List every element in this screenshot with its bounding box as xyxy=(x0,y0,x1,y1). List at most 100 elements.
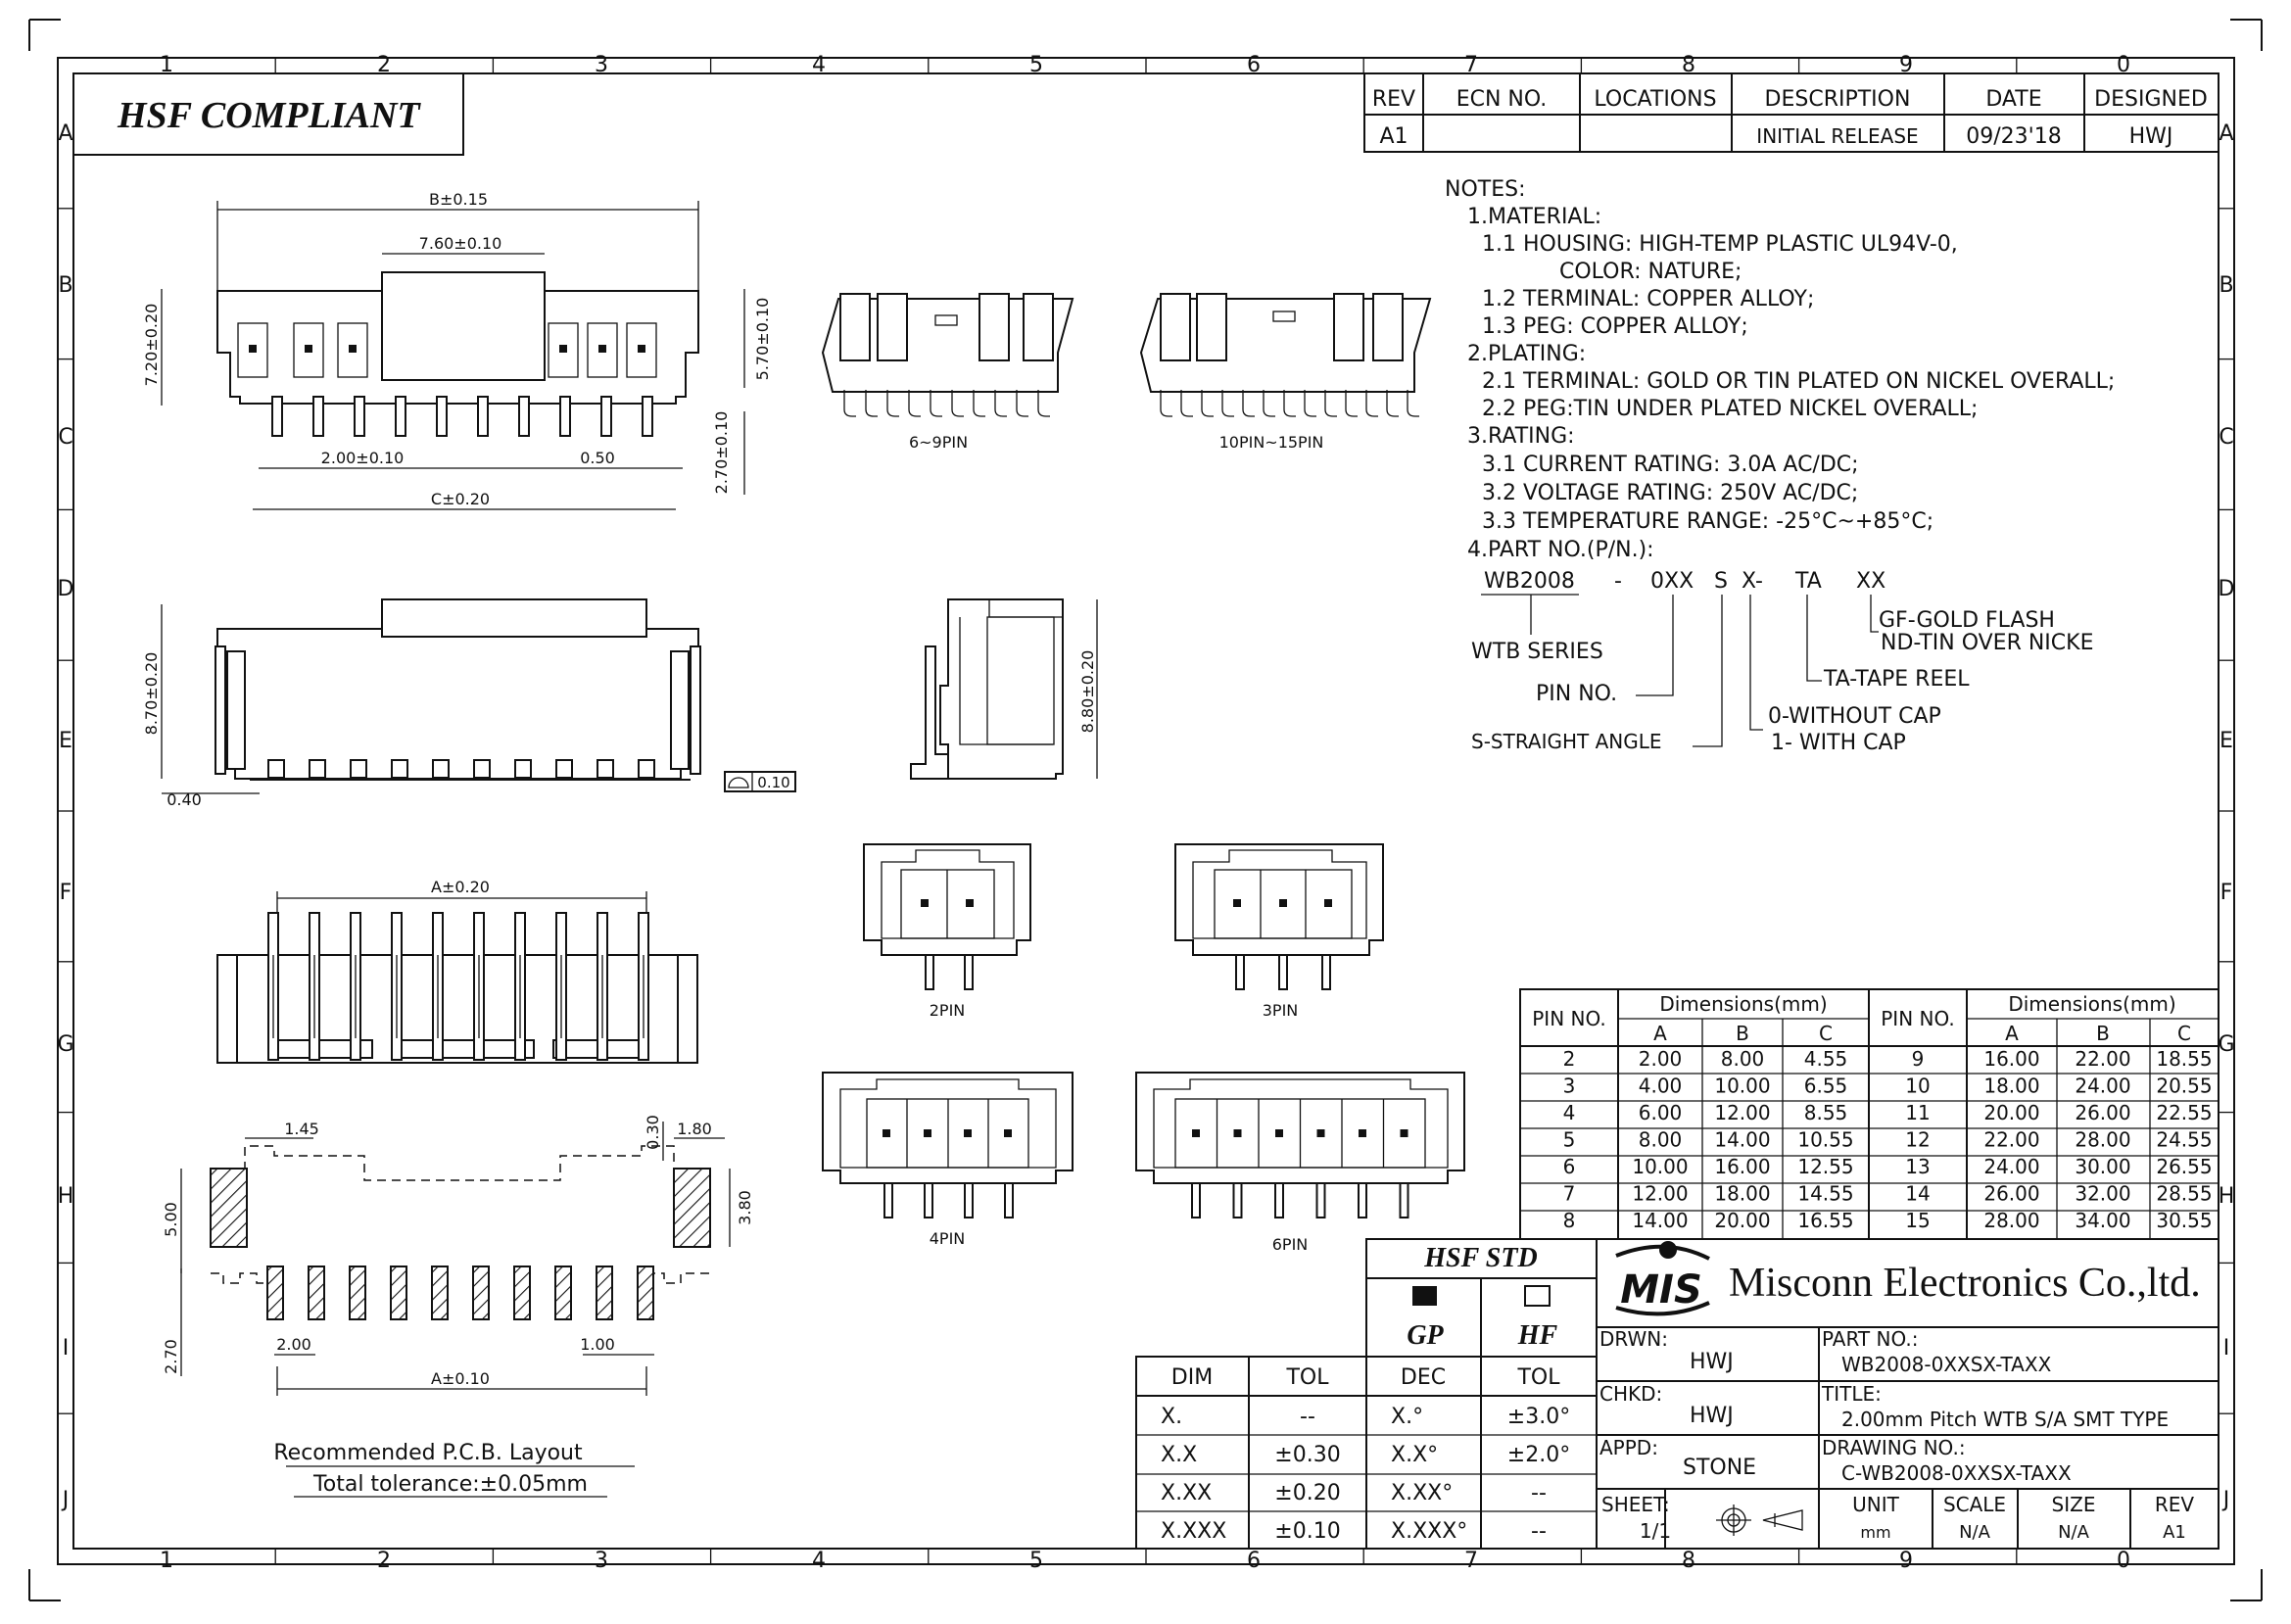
tol-cell: ±0.10 xyxy=(1274,1519,1340,1544)
drwn-label: DRWN: xyxy=(1599,1327,1668,1351)
iso-pin xyxy=(951,390,964,417)
row-label-right: J xyxy=(2221,1488,2230,1512)
dwg-value: C-WB2008-0XXSX-TAXX xyxy=(1841,1461,2072,1485)
row-label-left: H xyxy=(58,1184,74,1209)
dim-cell-left: 3 xyxy=(1563,1075,1576,1098)
terminal-pin xyxy=(642,396,653,437)
terminal-pin xyxy=(354,396,365,437)
terminal-pin xyxy=(271,396,283,437)
dim-cell-left: 4 xyxy=(1563,1101,1576,1124)
dim-cell-right: 30.00 xyxy=(2075,1155,2130,1178)
column-label-top: 5 xyxy=(1029,53,1043,77)
column-label-top: 8 xyxy=(1682,53,1695,77)
row-label-right: I xyxy=(2223,1336,2230,1361)
pn-seg-dash: - xyxy=(1614,569,1622,594)
terminal-pin xyxy=(559,396,571,437)
dim-table-col-b-left: B xyxy=(1736,1022,1749,1045)
label-3pin: 3PIN xyxy=(1263,1001,1299,1020)
terminal-pin xyxy=(1274,1182,1284,1218)
tol-cell: -- xyxy=(1531,1519,1547,1544)
row-label-left: B xyxy=(58,273,72,298)
iso-pin xyxy=(930,390,942,417)
unit-label: UNIT xyxy=(1852,1493,1899,1516)
dim-cell-right: 28.00 xyxy=(2075,1128,2130,1152)
note-line-3: COLOR: NATURE; xyxy=(1559,260,1742,284)
terminal-foot xyxy=(391,759,408,779)
row-label-left: G xyxy=(57,1032,73,1057)
note-line-4: 1.2 TERMINAL: COPPER ALLOY; xyxy=(1482,287,1814,311)
rev-cell-designed: HWJ xyxy=(2129,124,2173,149)
dim-cell-right: 22.00 xyxy=(2075,1047,2130,1071)
appd-label: APPD: xyxy=(1599,1436,1658,1459)
iso-pin xyxy=(843,390,856,417)
terminal-foot xyxy=(350,759,367,779)
tol-cell: ±2.0° xyxy=(1507,1443,1570,1467)
pcb-dim-a: A±0.10 xyxy=(431,1369,490,1388)
dim-cell-right: 11 xyxy=(1905,1101,1930,1124)
dim-760: 7.60±0.10 xyxy=(419,234,502,253)
dim-cell-right: 10 xyxy=(1905,1075,1930,1098)
row-label-left: E xyxy=(59,729,72,753)
dim-cell-right: 34.00 xyxy=(2075,1209,2130,1232)
column-label-top: 4 xyxy=(812,53,826,77)
dim-cell-right: 28.55 xyxy=(2156,1182,2212,1206)
hsf-std-title: HSF STD xyxy=(1423,1243,1537,1273)
pcb-pad xyxy=(431,1266,449,1320)
dim-b: B±0.15 xyxy=(429,190,488,209)
bottom-view: A±0.20 xyxy=(216,878,698,1064)
terminal-foot xyxy=(597,759,614,779)
dwg-label: DRAWING NO.: xyxy=(1822,1436,1966,1459)
terminal-window xyxy=(1192,1129,1200,1137)
dim-cell-right: 24.00 xyxy=(2075,1075,2130,1098)
terminal-foot xyxy=(638,759,655,779)
terminal-pin xyxy=(1191,1182,1201,1218)
pcb-dim-145: 1.45 xyxy=(284,1120,319,1138)
dim-cell-left: 16.55 xyxy=(1797,1209,1853,1232)
dim-table-group-left: Dimensions(mm) xyxy=(1659,992,1827,1016)
company-name: Misconn Electronics Co.,ltd. xyxy=(1729,1261,2201,1306)
terminal-pin xyxy=(395,396,406,437)
dim-870: 8.70±0.20 xyxy=(142,652,161,736)
pn-seg-series: WB2008 xyxy=(1484,569,1575,594)
tol-cell: ±3.0° xyxy=(1507,1405,1570,1429)
hf-swatch xyxy=(1524,1285,1551,1307)
housing-pocket xyxy=(548,322,579,378)
dimensions-table: PIN NO. PIN NO. Dimensions(mm) Dimension… xyxy=(1519,988,2219,1240)
dim-cell-left: 7 xyxy=(1563,1182,1576,1206)
column-label-top: 0 xyxy=(2117,53,2130,77)
dim-cell-right: 22.55 xyxy=(2156,1101,2212,1124)
hsf-std-box: HSF STD GP HF xyxy=(1365,1238,1598,1358)
dim-cell-left: 18.00 xyxy=(1714,1182,1770,1206)
dim-cell-right: 15 xyxy=(1905,1209,1930,1232)
dim-040: 0.40 xyxy=(167,790,202,809)
dim-cell-right: 32.00 xyxy=(2075,1182,2130,1206)
view-6pin: 6PIN xyxy=(1135,1072,1465,1254)
pn-seg-tape: TA xyxy=(1794,569,1822,594)
column-label-top: 1 xyxy=(160,53,173,77)
iso-pin xyxy=(1283,390,1296,417)
iso-pin xyxy=(1037,390,1050,417)
column-label-bottom: 5 xyxy=(1029,1549,1043,1573)
dim-table-pin-header-left: PIN NO. xyxy=(1532,1007,1606,1030)
pcb-pad xyxy=(637,1266,654,1320)
housing-pocket xyxy=(626,322,657,378)
dim-cell-left: 8.00 xyxy=(1721,1047,1765,1071)
tol-cell: X.X xyxy=(1161,1443,1197,1467)
pn-cap-0: 0-WITHOUT CAP xyxy=(1768,704,1941,729)
pn-straight: S-STRAIGHT ANGLE xyxy=(1471,730,1662,753)
dim-cell-left: 12.55 xyxy=(1797,1155,1853,1178)
pcb-pad xyxy=(390,1266,407,1320)
sheet-frame xyxy=(28,19,2263,1601)
terminal-foot xyxy=(309,759,326,779)
terminal-window xyxy=(1400,1129,1408,1137)
dim-cell-left: 14.00 xyxy=(1714,1128,1770,1152)
dim-cell-left: 4.55 xyxy=(1804,1047,1848,1071)
row-label-right: E xyxy=(2219,729,2233,753)
rev-header-description: DESCRIPTION xyxy=(1765,87,1911,112)
pcb-pad xyxy=(596,1266,613,1320)
note-line-13: 4.PART NO.(P/N.): xyxy=(1467,538,1654,562)
dim-cell-left: 10.00 xyxy=(1632,1155,1688,1178)
pcb-pad xyxy=(513,1266,531,1320)
tol-cell: X.XX xyxy=(1161,1481,1212,1505)
